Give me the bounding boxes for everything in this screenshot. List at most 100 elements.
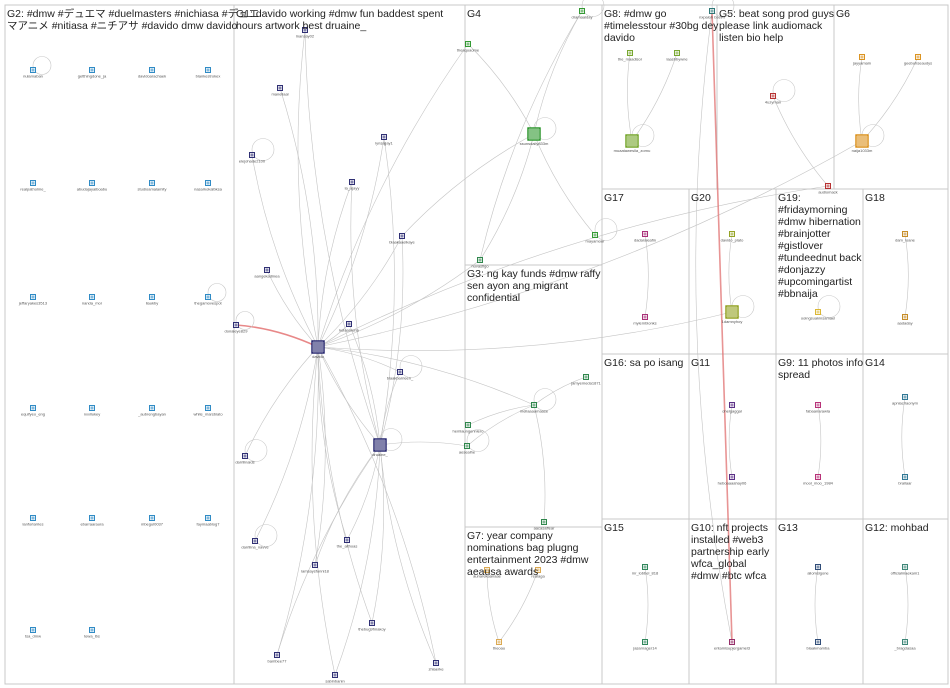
group-title-g2: G2: #dmw #デュエマ #duelmasters #nichiasa #デ… <box>7 7 259 32</box>
node-n47[interactable]: the_maadisor <box>618 50 643 62</box>
group-title-line: davido <box>604 32 635 44</box>
node-n8[interactable]: nasarkokalbksa <box>194 180 223 192</box>
node-n24[interactable]: manellaal <box>271 85 289 97</box>
node-n69[interactable]: heboaaaahay06 <box>718 474 747 486</box>
node-n35[interactable]: darrlilnaids <box>235 453 255 465</box>
node-n70[interactable]: fabaanarawla <box>806 402 831 414</box>
node-n5[interactable]: realpatholme_ <box>20 180 46 192</box>
node-n55[interactable]: dadaraleafin <box>634 231 656 243</box>
node-n81[interactable]: aliomsigone <box>807 564 829 576</box>
node-n19[interactable]: mbegul0037 <box>141 515 164 527</box>
node-n64[interactable]: jamyemeda1871 <box>570 374 602 386</box>
node-n20[interactable]: faymaablog7 <box>197 515 221 527</box>
node-n63[interactable]: hemlaungenniero <box>453 422 485 434</box>
node-label: aangekadinea <box>254 274 280 279</box>
node-n21[interactable]: tsa_dmw <box>25 627 41 639</box>
node-n56[interactable]: mylemblonks <box>633 314 657 326</box>
node-n84[interactable]: _bragdasaa <box>893 639 916 651</box>
node-n27[interactable]: la_ajayy <box>345 179 360 191</box>
edge-n31-n24 <box>279 87 319 348</box>
node-n65[interactable]: aesealhe <box>459 443 476 455</box>
node-n2[interactable]: getthingdone_ja <box>78 67 107 79</box>
node-n71[interactable]: mool_moo_1984 <box>803 474 834 486</box>
node-n61[interactable]: aadaday <box>897 314 913 326</box>
node-n33[interactable]: blaakbarrieen_ <box>387 369 414 381</box>
node-n75[interactable]: realaga <box>531 567 545 579</box>
node-n45[interactable]: ssunsdaily833m <box>520 127 549 146</box>
node-n41[interactable]: sabinbanin <box>325 672 345 684</box>
node-n15[interactable]: _aubrengbayan <box>137 405 166 417</box>
node-n42[interactable]: zhlaerke <box>428 660 444 672</box>
node-n44[interactable]: dramaaiday <box>572 8 593 20</box>
node-n14[interactable]: nxxllukey <box>84 405 100 417</box>
node-n29[interactable]: aangekadinea <box>254 267 280 279</box>
node-avatar-fill <box>643 565 647 569</box>
node-n82[interactable]: blaakmamba <box>807 639 831 651</box>
node-n13[interactable]: equifyeo_eng <box>21 405 45 417</box>
node-n11[interactable]: liaukby <box>146 294 158 306</box>
node-n22[interactable]: tewa_lbs <box>84 627 100 639</box>
node-n28[interactable]: blaakaaelkaye <box>389 233 416 245</box>
node-n48[interactable]: laashbywne <box>666 50 688 62</box>
node-n59[interactable]: ooingsuakinsamael <box>801 309 835 321</box>
node-n3[interactable]: davidoarachaek <box>138 67 166 79</box>
node-n62[interactable]: nuvasfigo <box>471 257 489 269</box>
node-n78[interactable]: mr_lobbel_818 <box>632 564 659 576</box>
node-n36[interactable]: darrlilna_navve <box>241 538 269 550</box>
node-n73[interactable]: brailaar <box>898 474 912 486</box>
node-n83[interactable]: officialmaekam1 <box>891 564 921 576</box>
node-n79[interactable]: jasarnager14 <box>632 639 657 651</box>
node-n80[interactable]: entamisupjergamel3 <box>714 639 751 651</box>
node-n72[interactable]: apnlacrlaonym <box>892 394 919 406</box>
node-label: brailaar <box>898 481 912 486</box>
node-n66[interactable]: aacasaffear <box>534 519 555 531</box>
edge-strong-n30-n31 <box>235 324 319 348</box>
node-n23[interactable]: lnansay02 <box>296 27 315 39</box>
node-n26[interactable]: lynsajjay1 <box>375 134 394 146</box>
node-n51[interactable]: audiomack <box>818 183 838 195</box>
node-n37[interactable]: the_althoas <box>337 537 358 549</box>
node-n43[interactable]: theaquaome <box>457 41 480 53</box>
node-avatar-fill <box>31 406 35 410</box>
node-n4[interactable]: blankestrokex <box>196 67 221 79</box>
node-n16[interactable]: white_marsbiato <box>193 405 223 417</box>
node-n32[interactable]: kelaamuria <box>339 321 360 333</box>
node-label: blaakmamba <box>807 646 831 651</box>
node-n17[interactable]: lanforlarries <box>23 515 44 527</box>
node-n49[interactable]: muaataweslla_zornu <box>614 134 651 153</box>
node-n12[interactable]: thegamovespot <box>194 294 223 306</box>
node-n74[interactable]: aunarekaanaae <box>473 567 502 579</box>
node-n31[interactable]: davido <box>311 340 325 359</box>
node-n39[interactable]: thebug9fmakoy <box>358 620 386 632</box>
node-n54[interactable]: naija1033m <box>852 134 873 153</box>
node-n38[interactable]: lamsaysfunni18 <box>301 562 330 574</box>
node-n30[interactable]: donaleye829 <box>225 322 249 334</box>
node-n1[interactable]: nulamaban <box>23 67 43 79</box>
node-n52[interactable]: jayyamain <box>852 54 871 66</box>
node-n58[interactable]: 1damnyhoy <box>722 305 743 324</box>
node-n9[interactable]: jeffaryakes3513 <box>18 294 48 306</box>
node-n77[interactable]: nxpaloh bsevn <box>699 8 725 20</box>
node-n53[interactable]: geebuhseaudys <box>904 54 932 66</box>
node-n50[interactable]: 4uzyman <box>765 93 781 105</box>
node-avatar-fill <box>529 129 539 139</box>
node-n68[interactable]: ohelgaggal <box>722 402 742 414</box>
node-n18[interactable]: ebarraaraura <box>80 515 104 527</box>
edge-n49-n47 <box>627 52 633 142</box>
node-n10[interactable]: nanda_mor <box>82 294 103 306</box>
node-n6[interactable]: abudajayaiboabu <box>77 180 107 192</box>
node-n76[interactable]: theoau <box>493 639 505 651</box>
node-n60[interactable]: dam_loane <box>895 231 916 243</box>
node-n67[interactable]: mellaaaamaase <box>520 402 549 414</box>
node-avatar-fill <box>303 28 307 32</box>
node-label: realaga <box>531 574 545 579</box>
group-title-g17: G17 <box>604 192 624 204</box>
node-n46[interactable]: mayamour <box>586 232 606 244</box>
node-n57[interactable]: davido_plato <box>721 231 744 243</box>
node-n7[interactable]: studioamalamity <box>138 180 167 192</box>
node-n25[interactable]: elejohade2100 <box>239 152 266 164</box>
node-n40[interactable]: bambee77 <box>268 652 288 664</box>
node-n34[interactable]: druaine_ <box>372 438 389 457</box>
group-box-g19 <box>775 188 864 355</box>
